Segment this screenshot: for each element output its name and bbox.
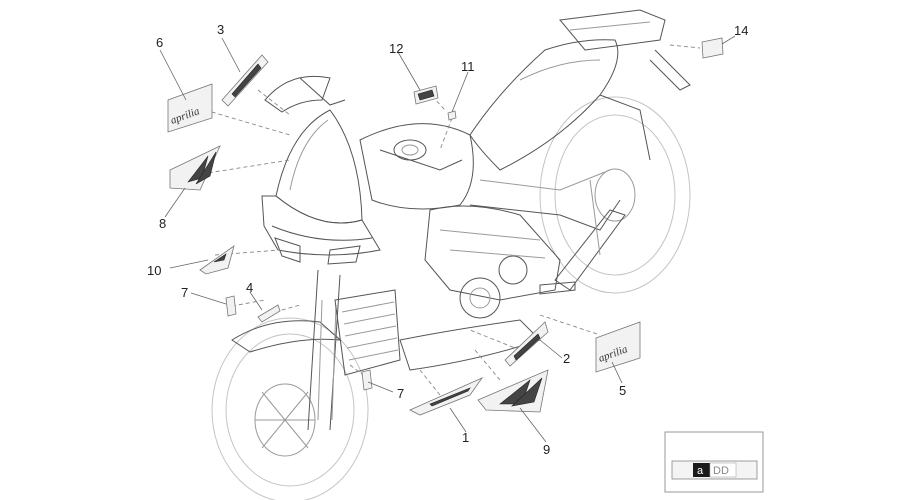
callout-8: 8	[159, 216, 166, 231]
decal-8-side-graphic	[169, 145, 221, 191]
callout-7-upper: 7	[181, 285, 188, 300]
decal-7-reflector-lower	[361, 369, 373, 391]
leader-lines	[159, 35, 736, 443]
callout-14: 14	[734, 23, 748, 38]
decal-4-badge	[257, 304, 281, 323]
decal-9-side-graphic	[477, 369, 549, 413]
logo-dd-text: DD	[713, 465, 729, 477]
logo-dd-block	[709, 462, 737, 478]
decal-12-badge	[413, 85, 439, 105]
logo-a-block	[693, 463, 710, 477]
callout-3: 3	[217, 22, 224, 37]
callout-6: 6	[156, 35, 163, 50]
decal-7-reflector-upper	[225, 295, 237, 317]
callout-11: 11	[461, 59, 475, 74]
callout-1: 1	[462, 430, 469, 445]
decal-2-stripe	[504, 321, 549, 367]
callout-10: 10	[147, 263, 161, 278]
decal-11-tag	[447, 110, 457, 121]
decal-1-stripe	[409, 377, 484, 416]
callout-7-lower: 7	[397, 386, 404, 401]
decal-6-aprilia-logo: aprilia	[167, 83, 213, 133]
decal-14-plate	[701, 37, 724, 59]
callout-9: 9	[543, 442, 550, 457]
item-13-box: a DD	[664, 431, 764, 493]
callout-4: 4	[246, 280, 253, 295]
logo-a-text: a	[697, 465, 704, 477]
callout-12: 12	[389, 41, 403, 56]
decal-5-aprilia-logo: aprilia	[595, 321, 641, 373]
decal-3-stripe	[221, 54, 269, 107]
motorcycle-drawing	[211, 9, 691, 500]
decal-10-badge	[199, 245, 235, 275]
callout-2: 2	[563, 351, 570, 366]
callout-5: 5	[619, 383, 626, 398]
